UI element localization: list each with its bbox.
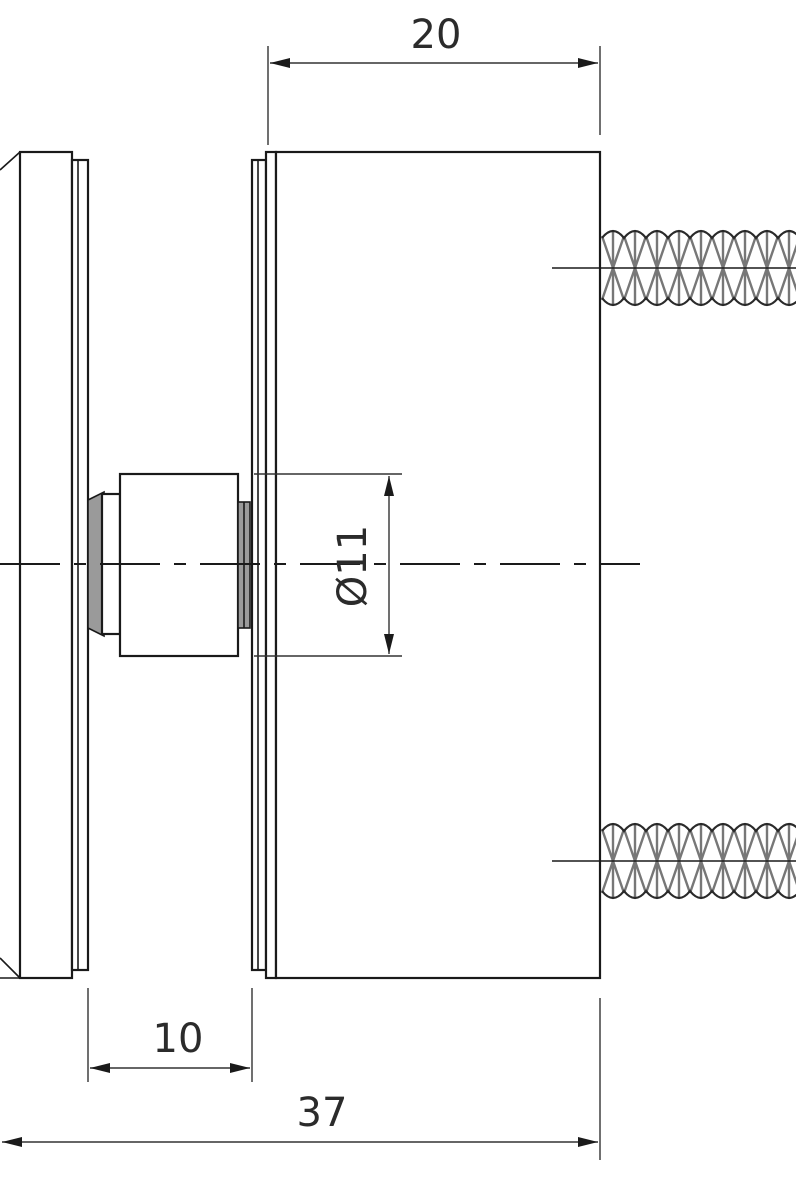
dimension-label-overall-bottom: 37 <box>297 1090 348 1136</box>
dimension-label-gap-bottom: 10 <box>153 1016 204 1062</box>
dimension-overall-bottom: 37 <box>2 998 601 1160</box>
dimension-diameter: Ø11 <box>254 473 402 657</box>
thread-bottom <box>552 822 796 900</box>
dimension-label-width-top: 20 <box>411 12 462 58</box>
dimension-gap-bottom: 10 <box>87 988 253 1082</box>
dimension-width-top: 20 <box>267 12 601 145</box>
dimension-label-diameter: Ø11 <box>330 525 376 607</box>
thread-top <box>552 229 796 307</box>
